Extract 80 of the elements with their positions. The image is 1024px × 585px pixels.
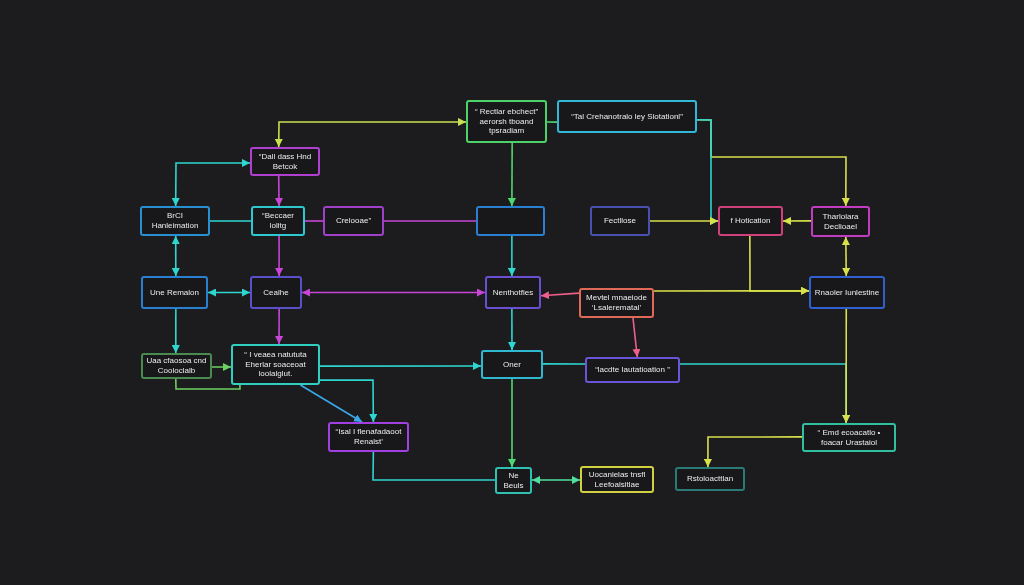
process-box [811, 206, 870, 237]
process-box [809, 276, 885, 309]
connector-line [383, 220, 477, 222]
node-label: “Tal Crehanotralo ley Slotationl” [571, 111, 683, 122]
arrow [275, 175, 283, 207]
process-box [466, 100, 547, 143]
arrow [275, 308, 284, 345]
node-label: “lacdte Iautatioation ” [595, 365, 670, 375]
node-label: “ I veaea natututa Eherlar soaceoat loolalglut. [243, 350, 308, 379]
process-box [250, 147, 320, 176]
connector-line [372, 451, 496, 481]
arrow [301, 288, 486, 297]
node-label: Nenthotfies [492, 287, 534, 298]
process-box [323, 206, 384, 236]
node-label: Mevtel mnaeiode ‘Lsalerematal’ [585, 293, 648, 313]
process-box [495, 467, 532, 494]
arrow [171, 235, 180, 277]
node-label: Crelooae” [335, 216, 372, 226]
arrow [319, 361, 482, 370]
process-box [590, 206, 650, 236]
arrow [507, 235, 516, 277]
arrow [171, 158, 251, 207]
process-box [141, 276, 208, 309]
process-box [481, 350, 543, 379]
process-box [251, 206, 305, 236]
process-box [675, 467, 745, 491]
node-label: Cealhe [263, 287, 289, 298]
arrow [507, 142, 516, 207]
process-box [585, 357, 680, 383]
connector-line [304, 220, 324, 222]
process-box [250, 276, 302, 309]
node-label: “Dall dass Hnd Betcok [257, 151, 313, 172]
process-box [802, 423, 896, 452]
connector-line [209, 220, 252, 222]
arrow [749, 235, 810, 295]
node-label: “Isal I flenafadaoot Renalst’ [334, 427, 403, 447]
connector-line [542, 363, 586, 365]
node-label: BrCI Hanleimation [150, 211, 200, 231]
arrow [171, 308, 180, 354]
node-label: Ne Beuls [502, 470, 525, 491]
node-label: Une Remalon [150, 287, 199, 298]
process-box [231, 344, 320, 385]
arrow [299, 384, 363, 423]
process-box [141, 353, 212, 379]
process-box [328, 422, 409, 452]
node-label: “ Emd ecoacatlo • foacar Urastaiol [816, 427, 882, 448]
arrow [782, 216, 812, 225]
process-box [485, 276, 541, 309]
arrow [207, 288, 251, 297]
node-label: Rnaoler Iunlestine [814, 287, 880, 298]
process-box [579, 288, 654, 318]
node-label: Uocanielas tnsfl Leefoalsitlae [587, 469, 647, 490]
arrow [841, 236, 851, 277]
connector-line [175, 378, 241, 390]
arrow [540, 291, 580, 300]
node-label: Fectllose [604, 216, 636, 226]
arrow [632, 317, 641, 358]
arrow [275, 235, 284, 277]
arrow [274, 117, 467, 148]
arrow [703, 436, 803, 468]
process-box [557, 100, 697, 133]
node-label: Oner [503, 359, 521, 370]
arrow [508, 378, 516, 468]
connector-line [546, 121, 558, 123]
arrow [531, 475, 581, 485]
process-box [718, 206, 783, 236]
arrow [649, 217, 719, 225]
node-label: “ Rectlar ebchect” aerorsh tboand tpsradiam [473, 107, 540, 136]
arrow [211, 363, 232, 371]
node-label: Uaa cfaosoa cnd Cooloclalb [146, 356, 207, 376]
node-label: Tharlolara Declioael [821, 211, 860, 232]
arrow [842, 308, 851, 424]
node-label: Rstoloacttlan [686, 474, 734, 484]
process-box [140, 206, 210, 236]
arrow [319, 379, 378, 423]
node-label: “Beccaer lolitg [261, 211, 295, 231]
empty-box [476, 206, 545, 236]
process-box [580, 466, 654, 493]
arrow [508, 308, 516, 351]
node-label: f Hotication [730, 216, 771, 226]
